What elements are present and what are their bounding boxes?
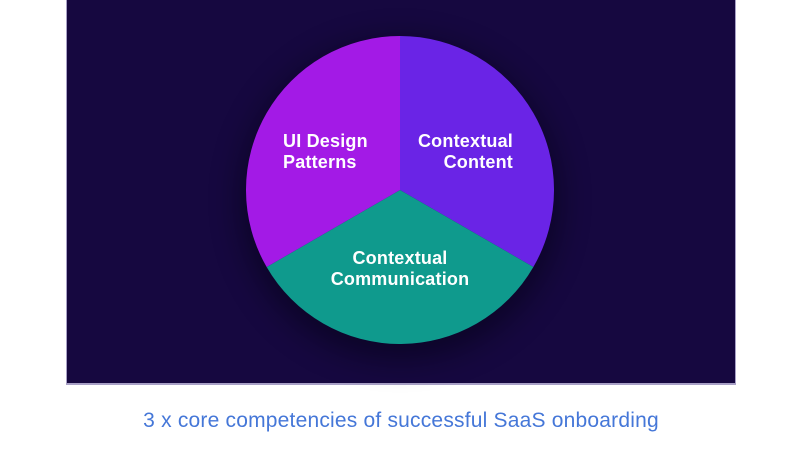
slice-label-ui-design-patterns: UI Design Patterns (283, 131, 368, 173)
slice-label-line: Contextual (417, 131, 513, 151)
slice-label-line: Contextual (352, 248, 448, 268)
pie-slice-contextual-content (400, 36, 554, 267)
pie-svg (246, 36, 554, 344)
slice-label-line: UI Design (283, 131, 368, 151)
slice-label-contextual-communication: Contextual Communication (246, 248, 554, 290)
slice-label-contextual-content: Contextual Content (418, 131, 513, 173)
slide-caption: 3 x core competencies of successful SaaS… (143, 408, 659, 432)
slide-panel: UI Design Patterns Contextual Content Co… (66, 0, 736, 385)
slice-label-line: Patterns (283, 152, 357, 172)
slice-label-line: Communication (330, 269, 470, 289)
pie-slice-ui-design-patterns (246, 36, 400, 267)
caption-area: 3 x core competencies of successful SaaS… (66, 387, 736, 454)
slice-label-line: Content (443, 152, 513, 172)
pie-chart: UI Design Patterns Contextual Content Co… (246, 36, 554, 344)
